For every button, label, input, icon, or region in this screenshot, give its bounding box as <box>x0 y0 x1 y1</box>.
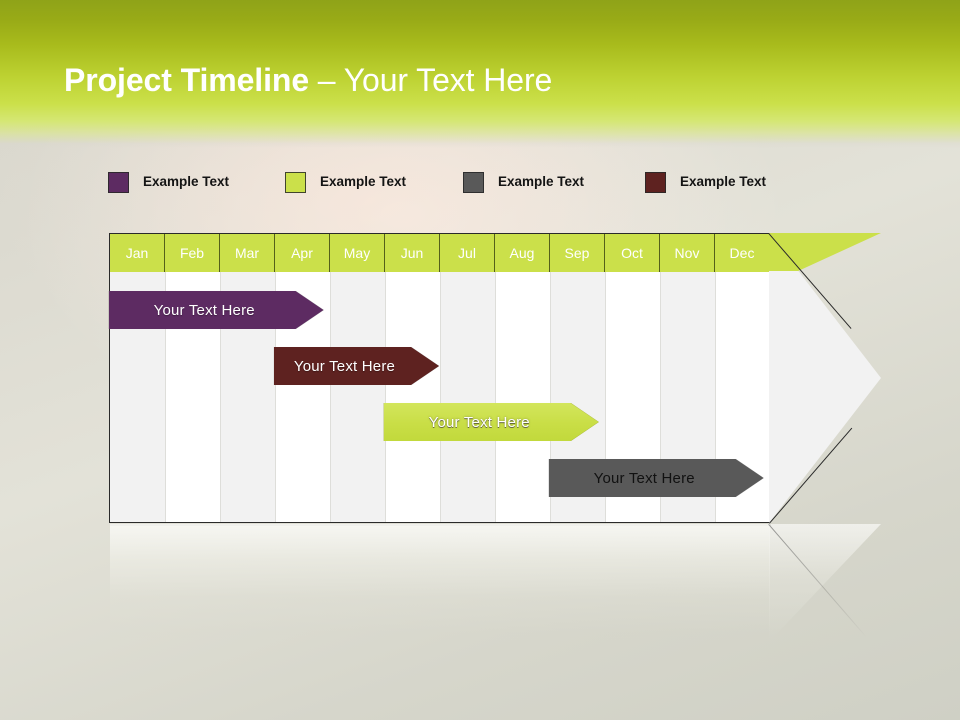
timeline-bar-fill <box>109 291 324 329</box>
month-header-jan: Jan <box>110 234 165 272</box>
legend-item-4: Example Text <box>645 170 766 194</box>
page-title: Project Timeline – Your Text Here <box>64 58 552 102</box>
month-header-jun: Jun <box>385 234 440 272</box>
page-title-bold: Project Timeline <box>64 62 310 98</box>
reflection-arrow-head <box>769 524 881 642</box>
timeline-column-jan: Jan <box>110 234 165 522</box>
legend-swatch-green <box>285 171 306 193</box>
column-separator <box>715 272 716 522</box>
timeline-column-jul: Jul <box>440 234 495 522</box>
column-separator <box>165 272 166 522</box>
legend-item-2: Example Text <box>285 170 406 194</box>
reflection-arrow-edge <box>768 524 868 639</box>
legend-swatch-darkred <box>645 171 666 193</box>
timeline-arrow-head <box>768 233 881 524</box>
legend-item-label: Example Text <box>680 174 767 189</box>
timeline-bar-fill <box>384 403 599 441</box>
legend-item-3: Example Text <box>463 170 584 194</box>
title-banner: Project Timeline – Your Text Here <box>0 0 960 148</box>
month-header-jul: Jul <box>440 234 495 272</box>
timeline-bar-2[interactable]: Your Text Here <box>274 347 439 385</box>
timeline-bar-label: Your Text Here <box>593 469 695 487</box>
timeline-bar-3[interactable]: Your Text Here <box>384 403 599 441</box>
legend-item-1: Example Text <box>108 170 229 194</box>
legend-item-label: Example Text <box>143 174 230 189</box>
month-header-sep: Sep <box>550 234 605 272</box>
timeline-bar-4[interactable]: Your Text Here <box>549 459 764 497</box>
timeline-bar-1[interactable]: Your Text Here <box>109 291 324 329</box>
reflection-body <box>110 524 770 642</box>
timeline-bar-fill <box>274 347 439 385</box>
month-header-apr: Apr <box>275 234 330 272</box>
month-header-feb: Feb <box>165 234 220 272</box>
column-separator <box>605 272 606 522</box>
column-separator <box>660 272 661 522</box>
column-separator <box>330 272 331 522</box>
legend-swatch-purple <box>108 171 129 193</box>
legend-item-label: Example Text <box>320 174 407 189</box>
column-separator <box>495 272 496 522</box>
column-separator <box>220 272 221 522</box>
timeline-bar-fill <box>549 459 764 497</box>
legend-item-label: Example Text <box>498 174 585 189</box>
month-header-mar: Mar <box>220 234 275 272</box>
legend: Example Text Example Text Example Text Exam… <box>108 170 828 194</box>
column-separator <box>550 272 551 522</box>
arrow-head-fill <box>769 233 881 523</box>
month-header-oct: Oct <box>605 234 660 272</box>
timeline-column-mar: Mar <box>220 234 275 522</box>
column-separator <box>275 272 276 522</box>
timeline-column-aug: Aug <box>495 234 550 522</box>
month-header-may: May <box>330 234 385 272</box>
timeline-reflection <box>110 524 882 644</box>
month-header-aug: Aug <box>495 234 550 272</box>
legend-swatch-gray <box>463 171 484 193</box>
timeline-column-feb: Feb <box>165 234 220 522</box>
month-header-nov: Nov <box>660 234 715 272</box>
timeline-bar-label: Your Text Here <box>428 413 530 431</box>
timeline-bar-label: Your Text Here <box>153 301 255 319</box>
page-title-rest: – Your Text Here <box>309 62 553 98</box>
timeline-bar-label: Your Text Here <box>293 357 396 375</box>
column-separator <box>440 272 441 522</box>
column-separator <box>385 272 386 522</box>
month-header-dec: Dec <box>715 234 769 272</box>
